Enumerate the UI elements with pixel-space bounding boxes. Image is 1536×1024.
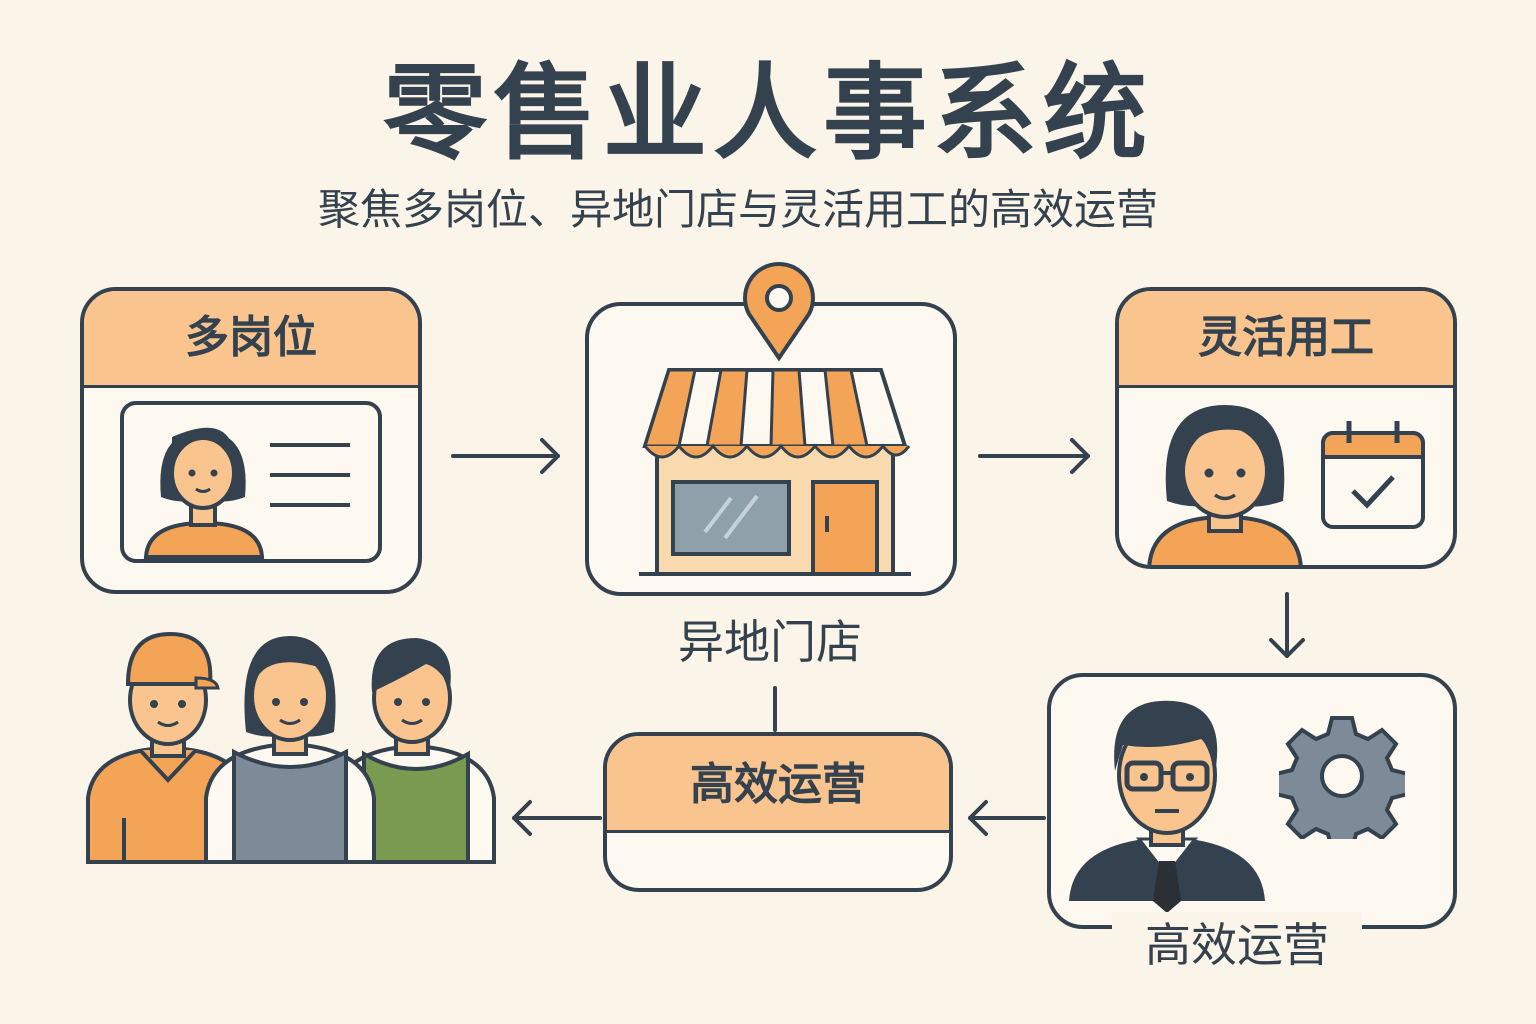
gear-icon	[1279, 716, 1405, 839]
arrow-flexible-to-manager	[1269, 592, 1305, 658]
remote-store-label: 异地门店	[678, 615, 862, 669]
multi-role-heading: 多岗位	[84, 291, 418, 388]
person-icon	[1147, 405, 1303, 565]
storefront-icon	[639, 368, 911, 576]
page-title: 零售业人事系统	[382, 52, 1153, 174]
staff-group-icon	[86, 632, 496, 864]
arrow-manager-to-center	[968, 800, 1046, 836]
staff-member-gray-apron	[204, 636, 376, 864]
flexible-employment-heading: 灵活用工	[1119, 291, 1453, 388]
calendar-check-icon	[1321, 421, 1425, 529]
person-icon	[143, 427, 265, 559]
efficiency-manager-card	[1047, 673, 1457, 929]
location-pin-icon	[743, 262, 815, 362]
arrow-center-to-staff	[512, 800, 602, 836]
multi-role-card: 多岗位	[80, 287, 422, 594]
efficiency-manager-label: 高效运营	[1112, 912, 1362, 978]
id-card-icon	[120, 401, 382, 563]
flexible-employment-card: 灵活用工	[1115, 287, 1457, 569]
arrow-store-to-flexible	[978, 438, 1090, 474]
efficiency-center-card: 高效运营	[603, 732, 953, 892]
remote-store-card	[585, 302, 957, 596]
efficiency-center-heading: 高效运营	[607, 736, 949, 833]
manager-icon	[1069, 700, 1265, 913]
page-subtitle: 聚焦多岗位、异地门店与灵活用工的高效运营	[317, 185, 1158, 234]
arrow-role-to-store	[451, 438, 560, 474]
